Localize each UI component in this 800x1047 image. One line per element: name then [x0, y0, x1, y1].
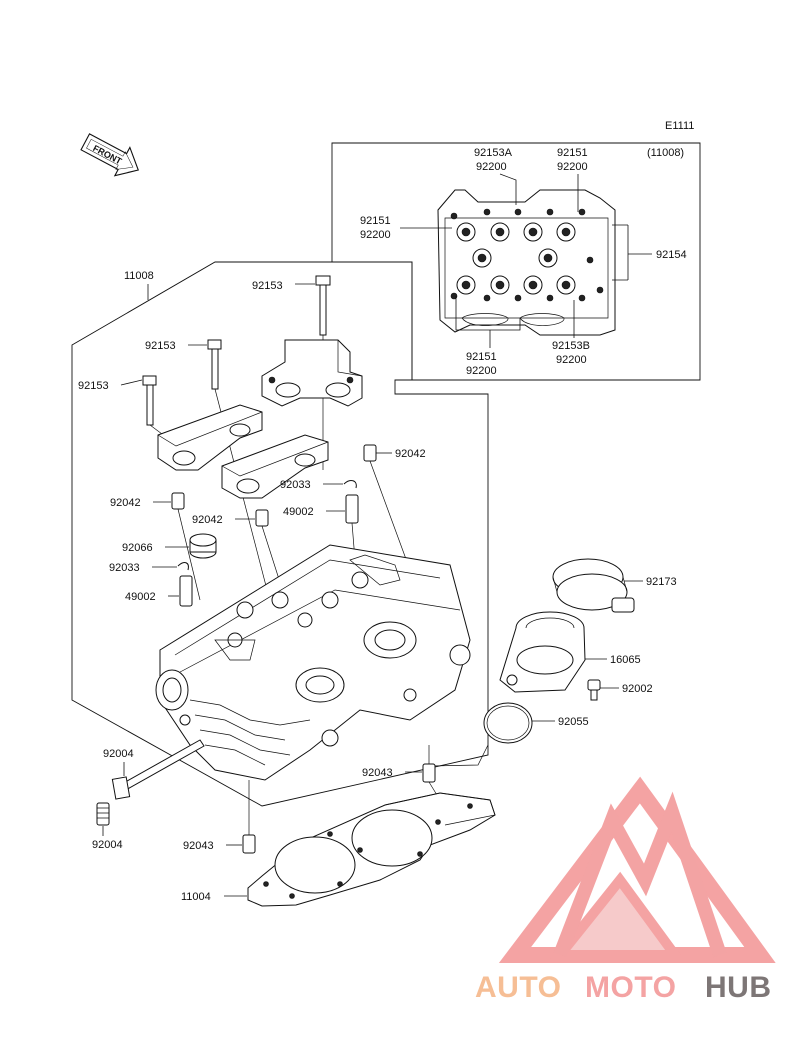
callout-92151-top: 92151 [557, 147, 588, 159]
clamp-92173 [552, 558, 635, 613]
callout-92173: 92173 [646, 576, 677, 588]
watermark-hub: HUB [705, 971, 772, 1004]
plug-49002-right [345, 494, 359, 524]
callout-92004-top: 92004 [103, 748, 134, 760]
callout-49002-right: 49002 [283, 506, 314, 518]
callout-92200-d: 92200 [466, 365, 497, 377]
callout-92004-bottom: 92004 [92, 839, 123, 851]
watermark-logo: AUTO MOTO HUB [475, 776, 776, 1004]
callout-92200-b: 92200 [557, 161, 588, 173]
main-callouts: 11008 92153 92153 92153 92042 92033 4900… [78, 270, 677, 903]
stud-92004-short [96, 802, 110, 826]
seal-92066 [189, 533, 217, 559]
callout-92153B: 92153B [552, 340, 590, 352]
callout-92042-mid: 92042 [192, 514, 223, 526]
clip-92033-left [177, 562, 189, 571]
inset-bolts [450, 208, 604, 302]
dowel-92042-left [171, 492, 185, 510]
inset-ref-label: (11008) [647, 147, 684, 159]
plug-49002-left [179, 575, 193, 607]
bolt-92153-left [142, 375, 171, 441]
callout-92002: 92002 [622, 683, 653, 695]
callout-92042-right: 92042 [395, 448, 426, 460]
callout-92200-e: 92200 [556, 354, 587, 366]
head-gasket-11004 [247, 792, 496, 907]
callout-92153-mid: 92153 [145, 340, 176, 352]
callout-92200-a: 92200 [476, 161, 507, 173]
callout-16065: 16065 [610, 654, 641, 666]
camshaft-holder-left [157, 404, 263, 471]
callout-92153A: 92153A [474, 147, 513, 159]
callout-92055: 92055 [558, 716, 589, 728]
callout-49002-left: 49002 [125, 591, 156, 603]
front-arrow-icon: FRONT [80, 133, 139, 177]
callout-11008: 11008 [124, 270, 154, 282]
callout-11004: 11004 [181, 891, 211, 903]
watermark-moto: MOTO [585, 971, 676, 1004]
inset-valve-caps [456, 222, 576, 295]
bolt-92002 [587, 679, 601, 701]
callout-92043-left: 92043 [183, 840, 214, 852]
callout-92153-left: 92153 [78, 380, 109, 392]
clip-92033-right [343, 480, 357, 489]
inset-callouts: (11008) 92153A 92200 92151 92200 92151 9… [360, 147, 687, 377]
camshaft-holder-middle [221, 434, 329, 499]
callout-92043-right: 92043 [362, 767, 393, 779]
holder-16065 [499, 611, 586, 693]
callout-92033-right: 92033 [280, 479, 311, 491]
dowel-92043-right [422, 763, 436, 783]
dowel-92042-right [363, 444, 377, 462]
callout-92042-left: 92042 [110, 497, 141, 509]
diagram-code: E1111 [665, 120, 694, 132]
callout-92153-top: 92153 [252, 280, 283, 292]
callout-92151-bottom: 92151 [466, 351, 497, 363]
watermark-m-stroke [553, 791, 727, 958]
callout-92033-left: 92033 [109, 562, 140, 574]
callout-92154: 92154 [656, 249, 687, 261]
dowel-92042-mid [255, 509, 269, 527]
callout-92200-c: 92200 [360, 229, 391, 241]
callout-92066: 92066 [122, 542, 153, 554]
watermark-triangle-inner [549, 871, 685, 960]
callout-92151-left: 92151 [360, 215, 391, 227]
camshaft-holder-right [261, 339, 363, 407]
main-frame [71, 261, 489, 807]
inset-head-top-view [437, 189, 616, 336]
watermark-auto: AUTO [475, 971, 561, 1004]
stud-92004-long [111, 739, 205, 800]
dowel-92043-left [242, 834, 256, 854]
cylinder-head-body [155, 544, 471, 781]
o-ring-92055 [483, 702, 533, 744]
